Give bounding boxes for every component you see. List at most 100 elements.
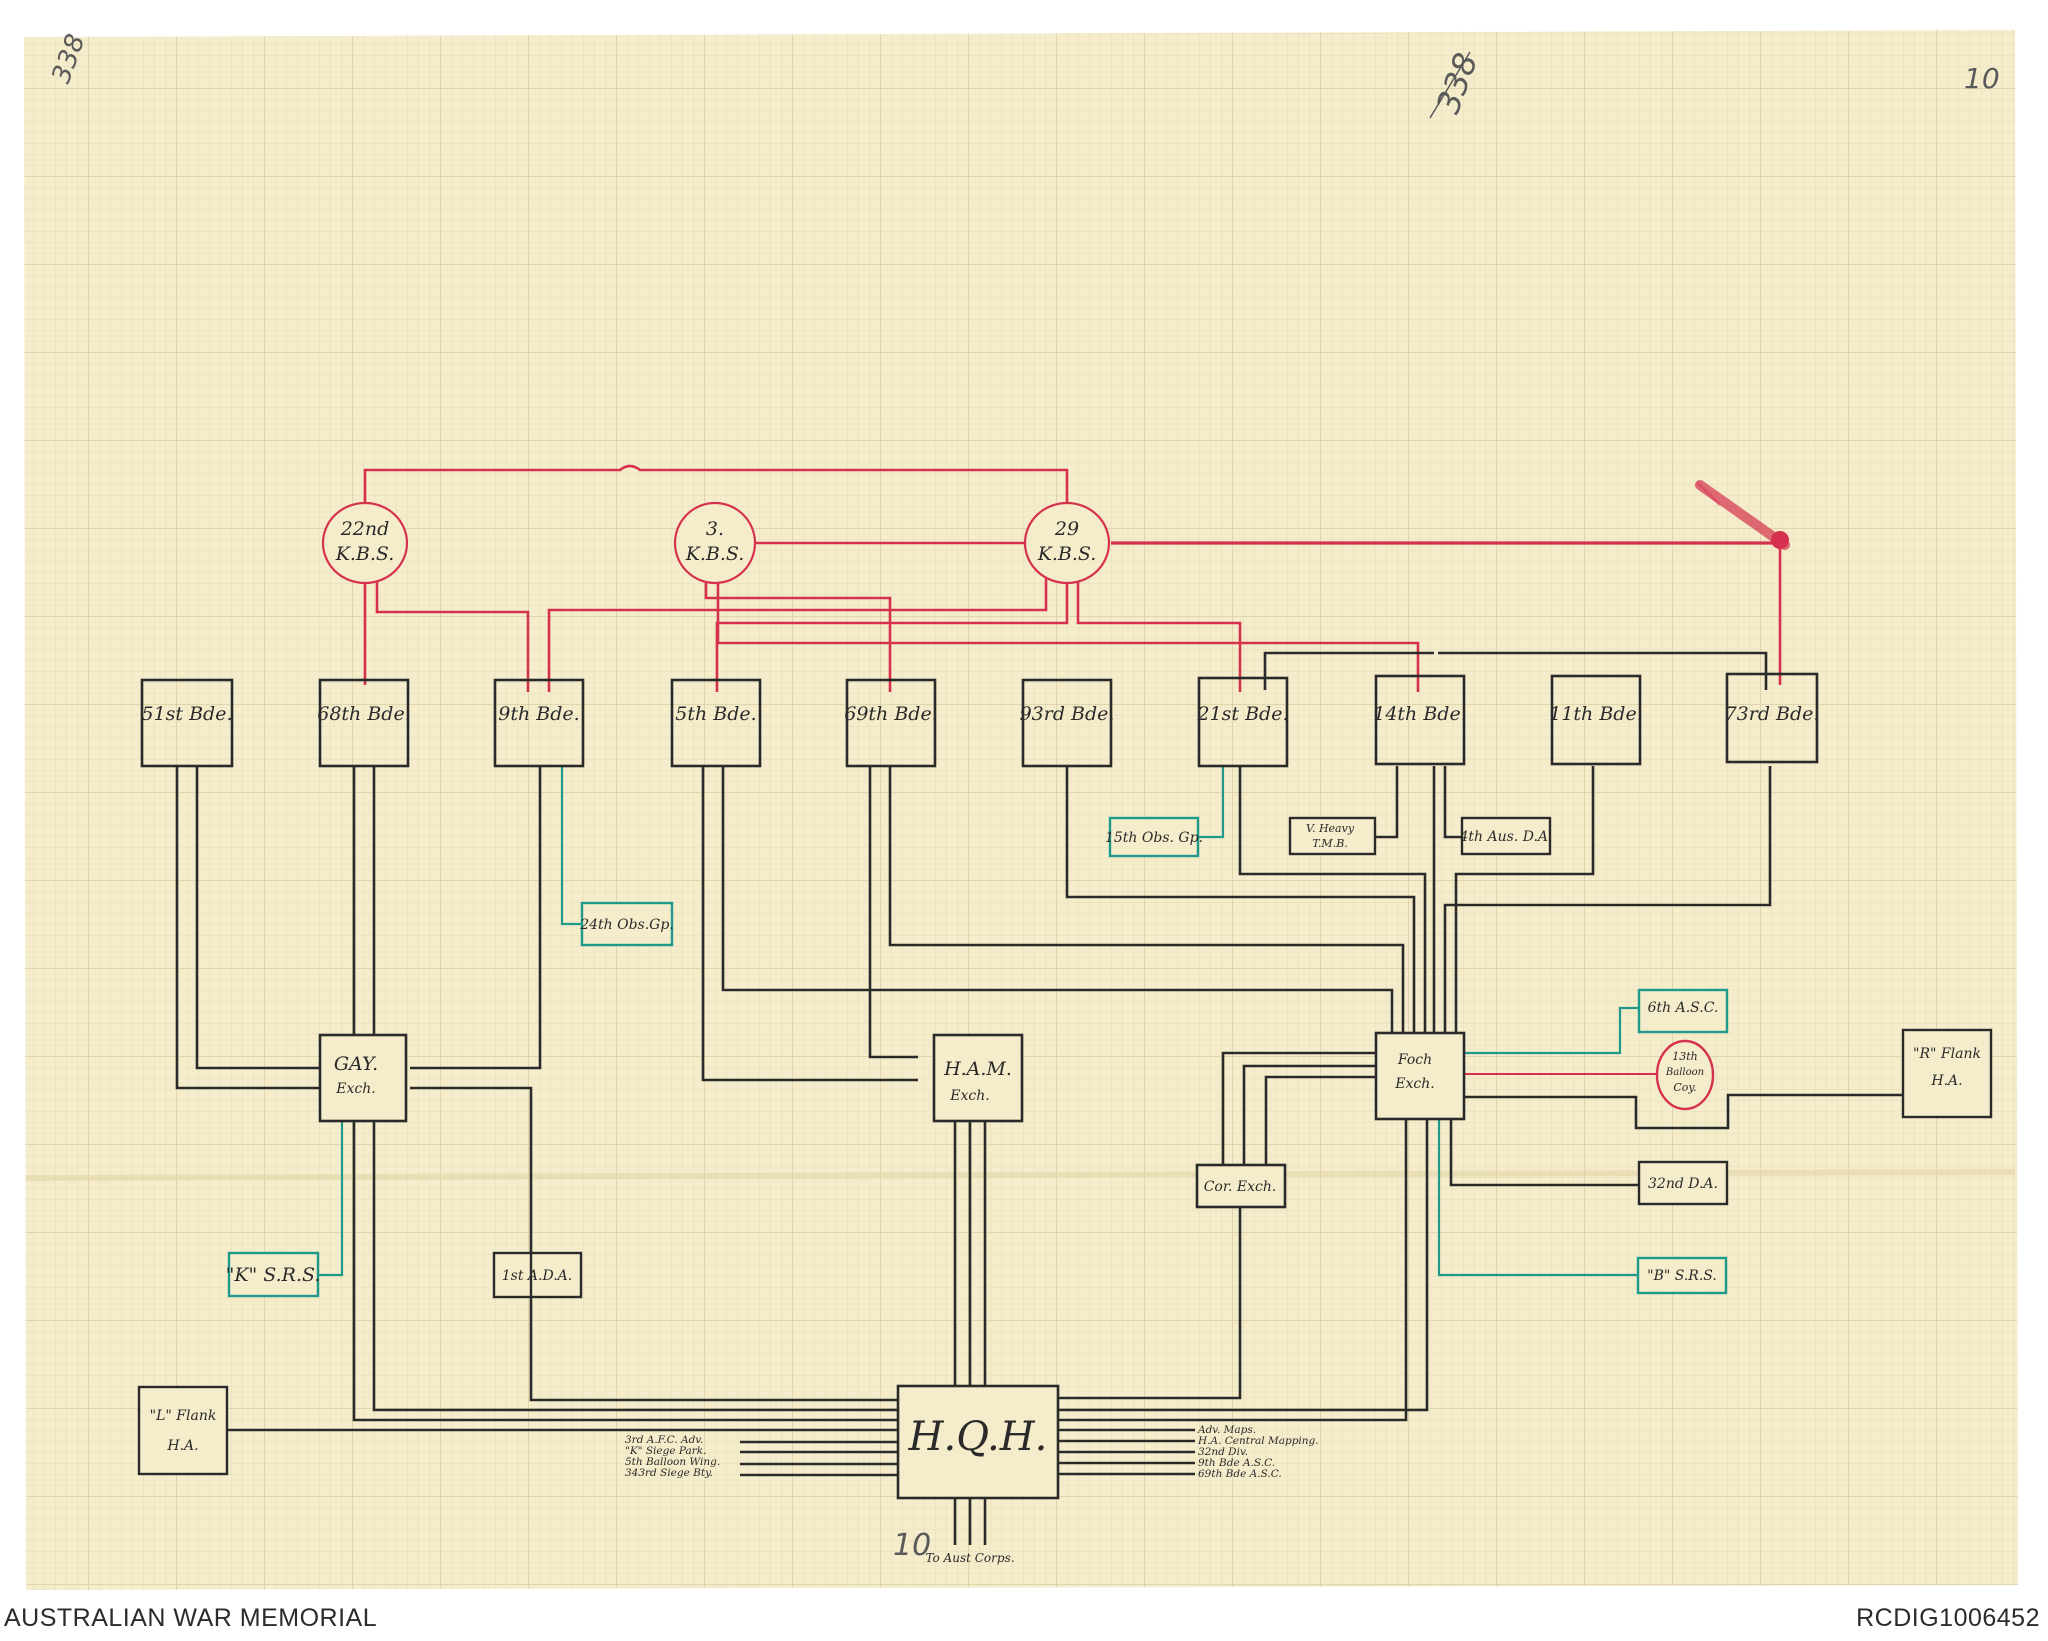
svg-text:"K" S.R.S.: "K" S.R.S. [226, 1264, 321, 1286]
brigade-14[interactable]: 14th Bde. [1373, 674, 1467, 766]
unit-4th-aus-da[interactable]: 4th Aus. D.A. [1459, 816, 1553, 856]
svg-text:"B" S.R.S.: "B" S.R.S. [1647, 1268, 1717, 1284]
svg-text:H.A.M.: H.A.M. [943, 1058, 1012, 1080]
exchange-hqh[interactable]: H.Q.H. [896, 1384, 1060, 1500]
line-21-73-top-b [1438, 651, 1768, 690]
svg-text:51st Bde.: 51st Bde. [141, 703, 232, 725]
hqh-right-label: 69th Bde A.S.C. [1198, 1468, 1282, 1480]
red-line-29-21 [1076, 580, 1242, 692]
exchange-foch[interactable]: Foch Exch. [1374, 1031, 1466, 1121]
svg-text:Exch.: Exch. [1394, 1076, 1434, 1092]
svg-text:Foch: Foch [1397, 1052, 1432, 1068]
svg-text:V. Heavy: V. Heavy [1306, 822, 1355, 835]
svg-text:Exch.: Exch. [335, 1081, 375, 1097]
kbs-circle [321, 501, 409, 585]
line-93-foch [1065, 766, 1416, 1045]
red-line-29-9 [547, 570, 1048, 692]
svg-text:21st Bde.: 21st Bde. [1196, 703, 1288, 725]
hqh-right-label: H.A. Central Mapping. [1197, 1435, 1319, 1447]
exchange-gay[interactable]: GAY. Exch. [318, 1033, 408, 1123]
svg-text:11th Bde.: 11th Bde. [1549, 703, 1643, 725]
red-line-29-5 [715, 580, 1069, 692]
hqh-left-label: "K" Siege Park. [625, 1445, 706, 1457]
line-21-foch [1238, 766, 1427, 1045]
line-foch-hqh-a [1058, 1109, 1408, 1422]
teal-line-foch-bsrs [1437, 1109, 1648, 1277]
line-9-gay [410, 766, 542, 1070]
unit-obs24[interactable]: 24th Obs.Gp. [579, 901, 674, 947]
footer-institution: AUSTRALIAN WAR MEMORIAL [4, 1604, 378, 1632]
line-69-ham [868, 766, 918, 1059]
pencil-number-top-right: 10 [1964, 62, 2000, 95]
brigade-93[interactable]: 93rd Bde. [1020, 678, 1115, 768]
red-line-3-69 [704, 580, 892, 692]
line-69-foch [888, 766, 1405, 1045]
line-5-ham [701, 766, 918, 1082]
svg-text:H.Q.H.: H.Q.H. [908, 1414, 1048, 1460]
svg-text:4th Aus. D.A.: 4th Aus. D.A. [1459, 829, 1553, 845]
svg-text:Cor. Exch.: Cor. Exch. [1204, 1179, 1277, 1195]
hqh-right-label: 9th Bde A.S.C. [1198, 1457, 1275, 1469]
pencil-number-bottom: 10 [893, 1528, 931, 1563]
unit-6th-asc[interactable]: 6th A.S.C. [1637, 988, 1729, 1034]
line-foch-cor-c [1264, 1075, 1387, 1165]
svg-text:5th Bde.: 5th Bde. [675, 703, 756, 725]
hqh-right-label: 32nd Div. [1198, 1446, 1248, 1458]
svg-text:68th Bde.: 68th Bde. [317, 703, 411, 725]
hqh-left-label: 5th Balloon Wing. [625, 1456, 720, 1468]
unit-b-srs[interactable]: "B" S.R.S. [1636, 1256, 1728, 1295]
kbs-3[interactable]: 3. K.B.S. [673, 501, 757, 585]
unit-obs15[interactable]: 15th Obs. Gp. [1105, 816, 1203, 858]
teal-line-gay-ksrs [318, 1110, 344, 1277]
brigade-73[interactable]: 73rd Bde. [1725, 672, 1820, 764]
ink-blot [1695, 480, 1790, 550]
exchange-ham[interactable]: H.A.M. Exch. [932, 1033, 1024, 1123]
line-gay-hqh-a [352, 1085, 898, 1422]
brigade-11[interactable]: 11th Bde. [1549, 674, 1643, 766]
svg-text:1st A.D.A.: 1st A.D.A. [502, 1268, 572, 1284]
kbs-22[interactable]: 22nd K.B.S. [321, 501, 409, 585]
unit-1st-ada[interactable]: 1st A.D.A. [492, 1251, 583, 1299]
brigade-51[interactable]: 51st Bde. [140, 678, 234, 768]
hqh-left-label: 343rd Siege Bty. [625, 1467, 713, 1479]
footer-record-id: RCDIG1006452 [1856, 1604, 2040, 1632]
svg-text:73rd Bde.: 73rd Bde. [1725, 703, 1820, 725]
unit-32nd-da[interactable]: 32nd D.A. [1637, 1160, 1729, 1206]
hqh-right-labels: Adv. Maps. H.A. Central Mapping. 32nd Di… [1197, 1424, 1319, 1480]
unit-boxes: 24th Obs.Gp. 15th Obs. Gp. V. HeavyT.M.B… [137, 816, 1993, 1476]
unit-13th-balloon-coy[interactable]: 13th Balloon Coy. [1655, 1039, 1715, 1111]
line-foch-32da [1449, 1109, 1648, 1187]
line-gay-ada-hqh [410, 1086, 898, 1402]
teal-line-21-obs15 [1190, 766, 1225, 839]
svg-text:"L" Flank: "L" Flank [150, 1408, 217, 1424]
svg-text:H.A.: H.A. [1930, 1073, 1962, 1089]
svg-text:13th: 13th [1672, 1050, 1698, 1063]
svg-text:15th Obs. Gp.: 15th Obs. Gp. [1105, 830, 1203, 846]
svg-text:32nd D.A.: 32nd D.A. [1648, 1176, 1718, 1192]
svg-text:9th Bde.: 9th Bde. [498, 703, 579, 725]
line-foch-cor-a [1221, 1051, 1387, 1165]
kbs-label-bottom: K.B.S. [1037, 543, 1097, 565]
line-11-foch [1454, 766, 1595, 1045]
unit-k-srs[interactable]: "K" S.R.S. [226, 1251, 321, 1298]
svg-text:H.A.: H.A. [166, 1438, 198, 1454]
kbs-circle [1023, 501, 1111, 585]
brigade-68[interactable]: 68th Bde. [317, 678, 411, 768]
brigade-5[interactable]: 5th Bde. [670, 678, 762, 768]
brigade-21[interactable]: 21st Bde. [1196, 676, 1289, 768]
svg-text:69th Bde.: 69th Bde. [844, 703, 938, 725]
red-line-3-14 [716, 580, 1420, 692]
svg-text:GAY.: GAY. [334, 1053, 378, 1075]
black-wiring [175, 651, 1918, 1545]
svg-text:24th Obs.Gp.: 24th Obs.Gp. [579, 917, 674, 933]
kbs-29[interactable]: 29 K.B.S. [1023, 501, 1111, 585]
brigade-69[interactable]: 69th Bde. [844, 678, 938, 768]
svg-text:Coy.: Coy. [1673, 1081, 1696, 1094]
svg-text:"R" Flank: "R" Flank [1913, 1046, 1981, 1062]
exchange-cor[interactable]: Cor. Exch. [1195, 1163, 1287, 1209]
brigade-9[interactable]: 9th Bde. [493, 678, 585, 768]
